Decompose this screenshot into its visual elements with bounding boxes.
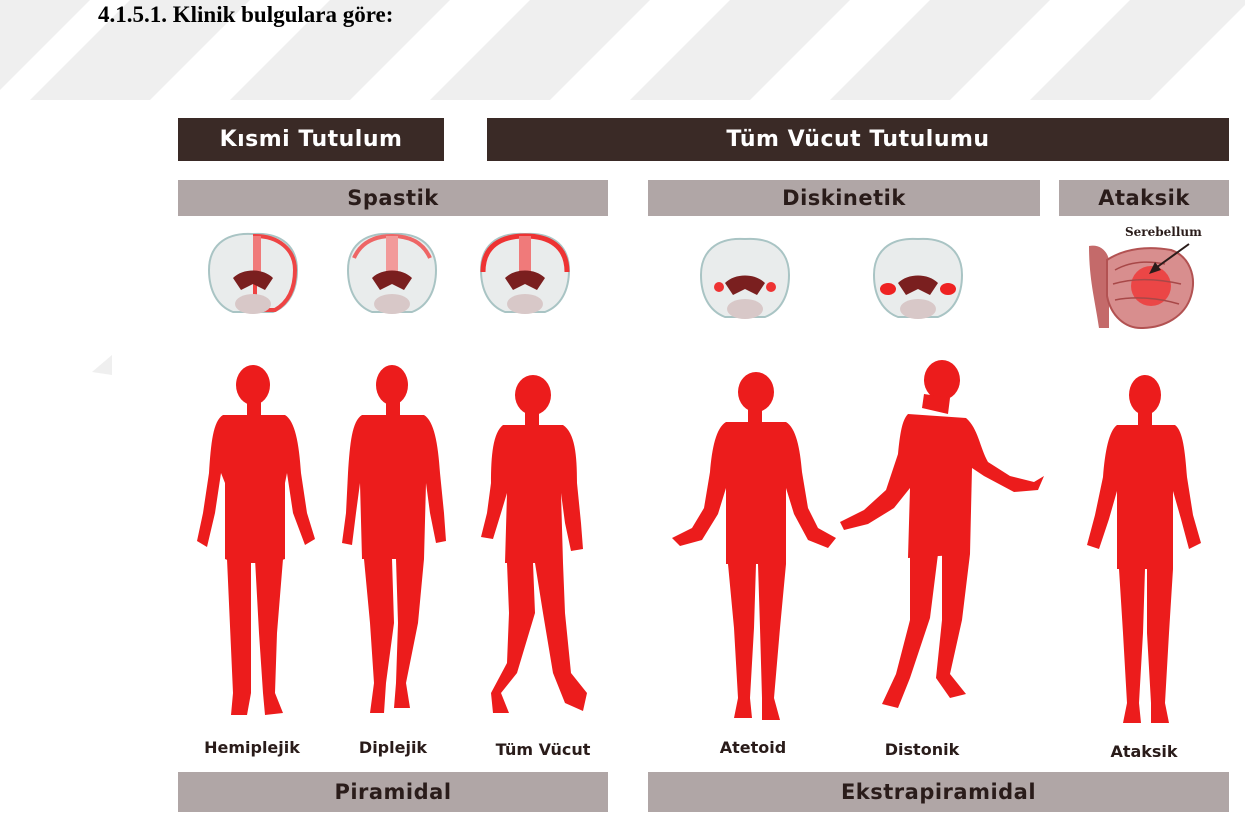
- figure-label-whole-body: Tüm Vücut: [478, 740, 608, 759]
- brain-hemiplegic-icon: [203, 228, 303, 320]
- figure-athetoid-icon: [668, 368, 843, 733]
- cerebellum-arrow-icon: [1145, 240, 1195, 280]
- brain-diplegic-icon: [342, 228, 442, 320]
- figure-label-dystonic: Distonik: [872, 740, 972, 759]
- figure-hemiplegic-icon: [193, 363, 323, 733]
- pyramidal-bar: Piramidal: [178, 772, 608, 812]
- dyskinetic-bar: Diskinetik: [648, 180, 1040, 216]
- figure-label-ataxic: Ataksik: [1094, 742, 1194, 761]
- spastic-bar: Spastik: [178, 180, 608, 216]
- cerebellum-label: Serebellum: [1125, 225, 1202, 239]
- ataxic-bar: Ataksik: [1059, 180, 1229, 216]
- partial-involvement-bar: Kısmi Tutulum: [178, 118, 444, 161]
- figure-label-athetoid: Atetoid: [708, 738, 798, 757]
- figure-diplegic-icon: [340, 363, 450, 733]
- figure-label-hemiplegic: Hemiplejik: [192, 738, 312, 757]
- figure-ataxic-icon: [1085, 373, 1205, 733]
- whole-body-involvement-bar: Tüm Vücut Tutulumu: [487, 118, 1229, 161]
- figure-dystonic-icon: [838, 358, 1048, 733]
- figure-label-diplegic: Diplejik: [348, 738, 438, 757]
- figure-whole-body-icon: [473, 373, 593, 733]
- section-heading: 4.1.5.1. Klinik bulgulara göre:: [98, 2, 393, 28]
- brain-whole-body-icon: [475, 228, 575, 320]
- brain-dystonic-icon: [868, 233, 968, 325]
- brain-athetoid-icon: [695, 233, 795, 325]
- extrapyramidal-bar: Ekstrapiramidal: [648, 772, 1229, 812]
